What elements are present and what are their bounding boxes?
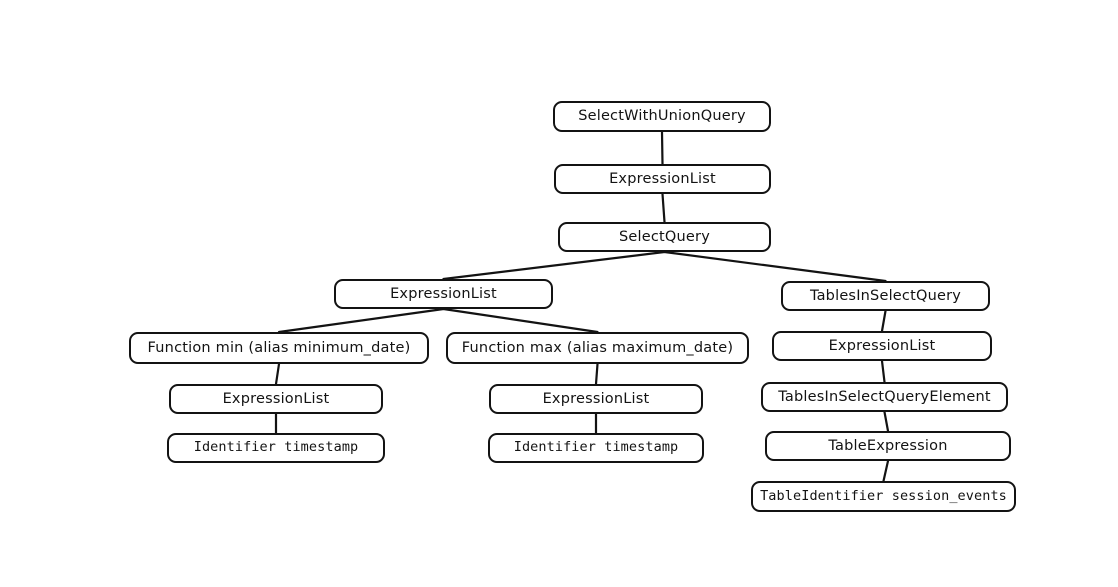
- ast-node-label: ExpressionList: [542, 390, 650, 407]
- ast-edge: [663, 250, 887, 283]
- ast-edge: [274, 362, 281, 386]
- ast-node-label: Function min (alias minimum_date): [147, 339, 411, 356]
- ast-node[interactable]: ExpressionList: [772, 331, 992, 361]
- ast-edge: [594, 362, 599, 386]
- ast-node-label: Identifier timestamp: [513, 439, 679, 456]
- ast-node-label: Identifier timestamp: [193, 439, 359, 456]
- ast-edge: [660, 130, 664, 166]
- ast-node-label: TablesInSelectQueryElement: [778, 388, 991, 405]
- ast-node-label: ExpressionList: [222, 390, 330, 407]
- ast-node[interactable]: Identifier timestamp: [488, 433, 704, 463]
- ast-node-label: SelectQuery: [619, 228, 710, 245]
- ast-edge: [880, 309, 887, 333]
- ast-node[interactable]: SelectWithUnionQuery: [553, 101, 771, 132]
- ast-node[interactable]: ExpressionList: [334, 279, 553, 309]
- ast-node[interactable]: SelectQuery: [558, 222, 771, 252]
- ast-node[interactable]: TablesInSelectQueryElement: [761, 382, 1008, 412]
- ast-edge: [661, 192, 666, 224]
- ast-node[interactable]: ExpressionList: [554, 164, 771, 194]
- ast-node[interactable]: ExpressionList: [489, 384, 703, 414]
- ast-node[interactable]: TableExpression: [765, 431, 1011, 461]
- ast-node-label: TablesInSelectQuery: [809, 287, 962, 304]
- ast-node-label: TableExpression: [828, 437, 948, 454]
- ast-edge: [277, 307, 445, 334]
- ast-node-label: ExpressionList: [828, 337, 936, 354]
- ast-node-label: SelectWithUnionQuery: [578, 108, 746, 125]
- ast-edge: [880, 359, 886, 384]
- ast-node[interactable]: TablesInSelectQuery: [781, 281, 990, 311]
- ast-edge: [883, 410, 890, 433]
- ast-node-label: Function max (alias maximum_date): [461, 339, 734, 356]
- ast-edge: [882, 459, 890, 483]
- ast-node[interactable]: Function max (alias maximum_date): [446, 332, 749, 364]
- ast-node[interactable]: ExpressionList: [169, 384, 383, 414]
- ast-node[interactable]: Function min (alias minimum_date): [129, 332, 429, 364]
- ast-edge: [442, 307, 599, 334]
- ast-node[interactable]: TableIdentifier session_events: [751, 481, 1016, 512]
- ast-node-label: TableIdentifier session_events: [760, 487, 1007, 504]
- ast-node-label: ExpressionList: [609, 170, 716, 187]
- ast-edge: [442, 250, 666, 281]
- ast-node-label: ExpressionList: [390, 285, 497, 302]
- ast-node[interactable]: Identifier timestamp: [167, 433, 385, 463]
